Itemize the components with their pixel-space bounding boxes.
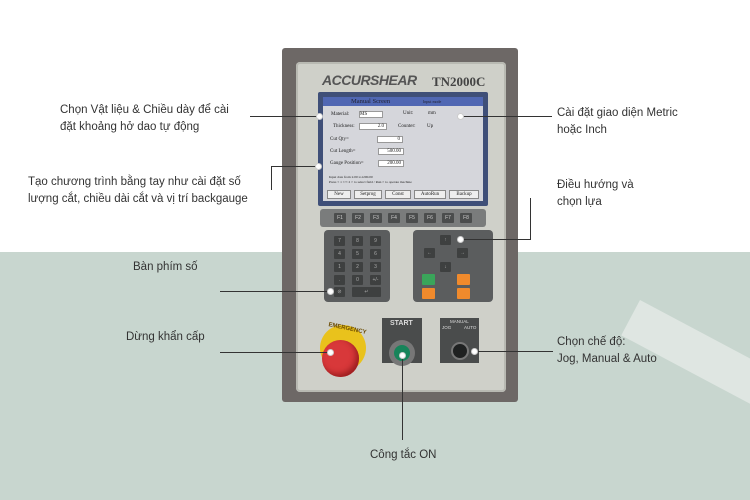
f8-key[interactable]: F8 — [460, 213, 472, 223]
arrow-left-key[interactable]: ← — [424, 248, 435, 258]
callout-dot — [471, 348, 478, 355]
numpad-key[interactable]: 8 — [352, 236, 363, 246]
numpad-key[interactable]: 1 — [334, 262, 345, 272]
annotation-emergency: Dừng khẩn cấp — [126, 331, 205, 343]
arrow-up-key[interactable]: ↑ — [440, 235, 451, 245]
const-button[interactable]: Const — [385, 190, 411, 199]
arrow-down-key[interactable]: ↓ — [440, 262, 451, 272]
numpad-key[interactable]: 9 — [370, 236, 381, 246]
callout-dot — [399, 352, 406, 359]
orange-key[interactable] — [422, 288, 435, 299]
new-button[interactable]: New — [327, 190, 351, 199]
backup-button[interactable]: Backup — [449, 190, 479, 199]
callout-dot — [327, 288, 334, 295]
hint-line: Input data from 2.00 to1200.00 — [329, 175, 373, 179]
counter-value: Up — [427, 124, 434, 129]
callout-dot — [457, 113, 464, 120]
leader-line — [462, 116, 552, 117]
lcd-screen: Manual Screen Input mode Material: MS Un… — [323, 97, 483, 201]
f6-key[interactable]: F6 — [424, 213, 436, 223]
brand-logo: ACCURSHEAR — [322, 72, 417, 88]
f7-key[interactable]: F7 — [442, 213, 454, 223]
leader-line — [250, 116, 320, 117]
setprog-button[interactable]: Setprog — [354, 190, 382, 199]
callout-dot — [457, 236, 464, 243]
orange-key[interactable] — [457, 288, 470, 299]
numpad-key[interactable]: 5 — [352, 249, 363, 259]
leader-line — [271, 166, 319, 167]
mode-manual-label: MANUAL — [450, 319, 469, 324]
leader-line — [475, 351, 553, 352]
numpad-key[interactable]: 0 — [352, 275, 363, 285]
model-name: TN2000C — [432, 74, 486, 89]
counter-label: Counter: — [398, 124, 416, 129]
callout-dot — [327, 349, 334, 356]
screen-mode: Input mode — [423, 99, 442, 104]
leader-line — [220, 352, 330, 353]
f2-key[interactable]: F2 — [352, 213, 364, 223]
numpad-key[interactable]: 4 — [334, 249, 345, 259]
emergency-stop-button[interactable] — [322, 340, 359, 377]
leader-line — [461, 239, 531, 240]
annotation-numpad: Bàn phím số — [133, 261, 198, 273]
enter-key[interactable]: ↵ — [352, 287, 381, 297]
cut-length-label: Cut Length= — [330, 149, 356, 154]
unit-value[interactable]: mm — [428, 111, 436, 116]
annotation-on-switch: Công tắc ON — [370, 449, 437, 461]
green-key[interactable] — [422, 274, 435, 285]
material-select[interactable]: MS — [359, 111, 383, 118]
numpad-key[interactable]: 2 — [352, 262, 363, 272]
cut-length-field[interactable]: 500.00 — [378, 148, 404, 155]
leader-line — [402, 356, 403, 440]
clear-key[interactable]: ⊘ — [334, 287, 345, 297]
unit-label: Unit: — [403, 111, 414, 116]
screen-header: Manual Screen Input mode — [323, 97, 483, 106]
screen-title: Manual Screen — [351, 98, 391, 105]
autorun-button[interactable]: AutoRun — [414, 190, 446, 199]
gauge-field[interactable]: 200.00 — [378, 160, 404, 167]
arrow-right-key[interactable]: → — [457, 248, 468, 258]
callout-dot — [315, 163, 322, 170]
gauge-label: Gauge Position= — [330, 161, 364, 166]
numpad-key[interactable]: +/- — [370, 275, 381, 285]
hint-line: Press < 1 >/< 2 > to select field / Run … — [329, 180, 412, 184]
leader-line — [530, 198, 531, 240]
material-label: Material: — [331, 112, 350, 117]
f4-key[interactable]: F4 — [388, 213, 400, 223]
numpad-key[interactable]: . — [334, 275, 345, 285]
callout-dot — [316, 113, 323, 120]
numpad-key[interactable]: 7 — [334, 236, 345, 246]
mode-selector-switch[interactable] — [451, 342, 469, 360]
thickness-field[interactable]: 2.0 — [359, 123, 387, 130]
leader-line — [271, 166, 272, 190]
f3-key[interactable]: F3 — [370, 213, 382, 223]
start-label: START — [390, 320, 413, 327]
mode-jog-label: JOG — [442, 325, 452, 330]
cut-qty-field[interactable]: 0 — [377, 136, 403, 143]
orange-key[interactable] — [457, 274, 470, 285]
numpad-key[interactable]: 3 — [370, 262, 381, 272]
leader-line — [220, 291, 330, 292]
cut-qty-label: Cut Qty= — [330, 137, 349, 142]
annotation-mode: Chọn chế độ:Jog, Manual & Auto — [557, 336, 657, 365]
mode-auto-label: AUTO — [464, 325, 477, 330]
annotation-program: Tạo chương trình bằng tay như cài đặt số… — [28, 176, 248, 205]
numpad-key[interactable]: 6 — [370, 249, 381, 259]
f1-key[interactable]: F1 — [334, 213, 346, 223]
f5-key[interactable]: F5 — [406, 213, 418, 223]
thickness-label: Thickness: — [333, 124, 355, 129]
